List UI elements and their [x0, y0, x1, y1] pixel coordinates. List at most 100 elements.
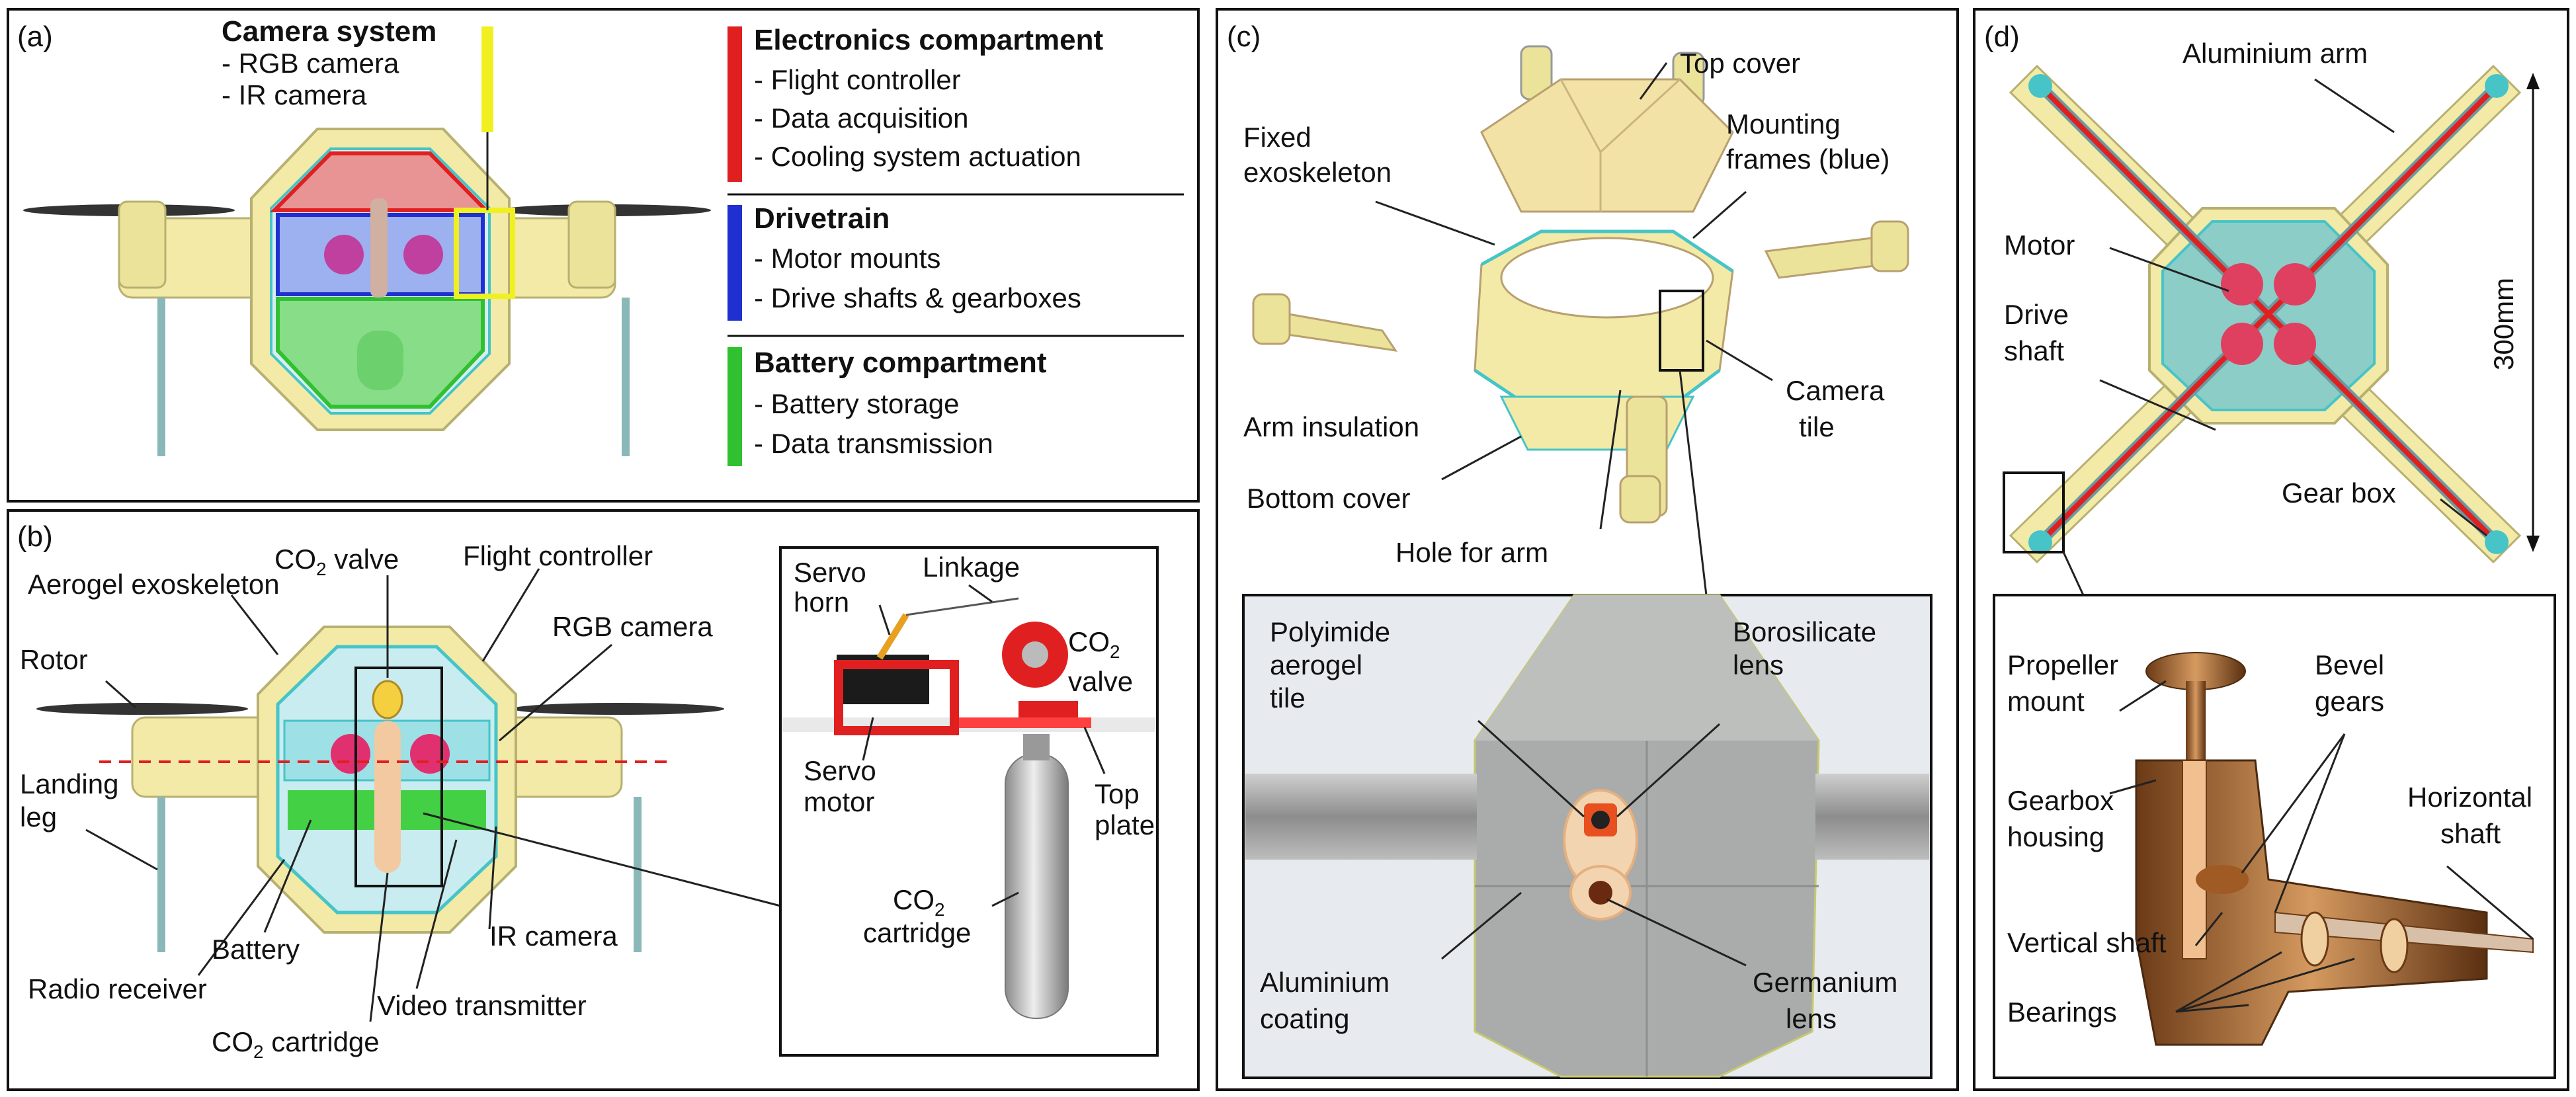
- tile-photo: Polyimide aerogel tile Borosilicate lens…: [1242, 594, 1932, 1079]
- leader-rgb-camera: [499, 643, 612, 742]
- label-mounting-2: frames (blue): [1726, 143, 1890, 175]
- leader-horizontal-shaft: [2446, 865, 2534, 940]
- leader-polyimide: [1477, 719, 1585, 818]
- camera-system-title: Camera system: [222, 15, 436, 48]
- leader-flight-controller: [481, 568, 540, 662]
- electronics-title: Electronics compartment: [754, 24, 1103, 56]
- label-vertical-shaft: Vertical shaft: [2007, 927, 2167, 958]
- label-rgb-camera: RGB camera: [552, 611, 713, 642]
- motor-pod-right: [567, 200, 616, 289]
- label-inset-cartridge-2: cartridge: [863, 917, 971, 948]
- leader-drive-shaft: [2099, 379, 2216, 431]
- electronics-item-3: - Cooling system actuation: [754, 141, 1081, 172]
- gearbox-4: [2485, 530, 2509, 554]
- vertical-shaft: [2182, 760, 2207, 959]
- label-top-plate-2: plate: [1095, 809, 1155, 840]
- drivetrain-title: Drivetrain: [754, 202, 890, 235]
- label-motor: Motor: [2004, 229, 2075, 261]
- label-arm-insulation: Arm insulation: [1243, 411, 1419, 442]
- cartridge-neck: [1023, 734, 1050, 760]
- label-inset-co2: CO2: [1068, 626, 1120, 662]
- leader-linkage: [968, 584, 993, 603]
- leader-germanium: [1606, 898, 1747, 967]
- panel-c-frame: [1216, 8, 1959, 1091]
- label-landing-2: leg: [20, 801, 57, 833]
- label-borosilicate-2: lens: [1733, 649, 1784, 680]
- battery-bar: [727, 347, 742, 466]
- label-germanium-1: Germanium: [1753, 967, 1897, 998]
- co2-cartridge: [1005, 753, 1069, 1019]
- dimension-arrow-top: [2526, 73, 2540, 89]
- drone-render-b: [36, 626, 724, 952]
- label-propeller-1: Propeller: [2007, 649, 2118, 680]
- leader-bevel-2: [2274, 733, 2346, 913]
- drivetrain-item-2: - Drive shafts & gearboxes: [754, 282, 1081, 313]
- gearbox-3: [2028, 530, 2052, 554]
- inset-valve-assembly: Servo horn Linkage CO2 valve Servo motor…: [779, 546, 1159, 1057]
- leg-left: [157, 298, 165, 456]
- rotor-right-b: [513, 703, 724, 715]
- label-camera-tile-1: Camera: [1786, 375, 1885, 406]
- label-aluminium-1: Aluminium: [1260, 967, 1390, 998]
- leader-ir-camera: [488, 826, 497, 930]
- battery-item-2: - Data transmission: [754, 428, 993, 459]
- electronics-bar: [727, 26, 742, 182]
- electronics-item-1: - Flight controller: [754, 64, 961, 95]
- label-gearbox-1: Gearbox: [2007, 785, 2114, 816]
- leader-co2-cart: [369, 872, 389, 1022]
- label-fixed-exo-2: exoskeleton: [1243, 157, 1392, 188]
- rotor-left-b: [36, 703, 248, 715]
- battery-block-a: [357, 331, 403, 390]
- drone-render-a: [23, 26, 711, 456]
- leader-mounting: [1692, 190, 1747, 239]
- camera-item-ir: - IR camera: [222, 79, 367, 110]
- leader-servo-motor: [862, 717, 874, 761]
- bearing-1: [2300, 911, 2329, 967]
- gearbox-cutaway: Propeller mount Bevel gears Gearbox hous…: [1993, 594, 2556, 1079]
- cartridge-b: [374, 721, 401, 873]
- cartridge-a: [370, 198, 388, 298]
- camera-tile-box: [1659, 290, 1704, 372]
- leader-camera-tile: [1706, 339, 1773, 382]
- bearing-2: [2380, 918, 2409, 973]
- leader-fixed-exo: [1375, 200, 1495, 246]
- leader-top-cover: [1639, 62, 1668, 100]
- motor-right-b: [410, 734, 450, 774]
- panel-d-tag: (d): [1984, 20, 2020, 53]
- label-inset-valve: valve: [1068, 666, 1133, 697]
- motor-1: [2221, 263, 2263, 305]
- label-mounting-1: Mounting: [1726, 108, 1841, 140]
- camera-bar: [481, 26, 493, 132]
- leader-bearing-2: [2175, 957, 2355, 1013]
- leader-top-plate: [1083, 727, 1106, 774]
- gearbox-1: [2028, 74, 2052, 98]
- label-servo-horn-2: horn: [794, 587, 849, 618]
- panel-c-tag: (c): [1227, 20, 1261, 53]
- arm-line-2: [2038, 84, 2499, 544]
- label-battery: Battery: [212, 934, 300, 965]
- label-drive-1: Drive: [2004, 299, 2069, 330]
- label-gear-box: Gear box: [2282, 477, 2396, 508]
- label-servo-motor-1: Servo: [804, 755, 876, 786]
- tile-top-face: [1475, 595, 1819, 741]
- gearbox-housing: [2135, 759, 2488, 1046]
- label-germanium-2: lens: [1786, 1003, 1837, 1034]
- gearbox-2: [2485, 74, 2509, 98]
- leader-bottom-cover: [1441, 435, 1522, 481]
- label-rotor: Rotor: [20, 644, 88, 675]
- label-dimension: 300mm: [2488, 278, 2519, 370]
- linkage-rod: [905, 597, 1019, 616]
- arm-left-b: [131, 716, 279, 798]
- leg-right: [622, 298, 630, 456]
- arm-left-cap: [1252, 293, 1291, 345]
- label-inset-cartridge-1: CO2: [893, 884, 945, 920]
- dimension-arrow-bottom: [2526, 536, 2540, 552]
- label-radio-receiver: Radio receiver: [28, 973, 207, 1004]
- panel-a-tag: (a): [17, 20, 53, 53]
- label-landing-1: Landing: [20, 768, 118, 799]
- leader-video: [415, 839, 458, 989]
- panel-b: (b): [7, 509, 1200, 1091]
- panel-d-frame: [1973, 8, 2569, 1091]
- motor-3: [2221, 323, 2263, 365]
